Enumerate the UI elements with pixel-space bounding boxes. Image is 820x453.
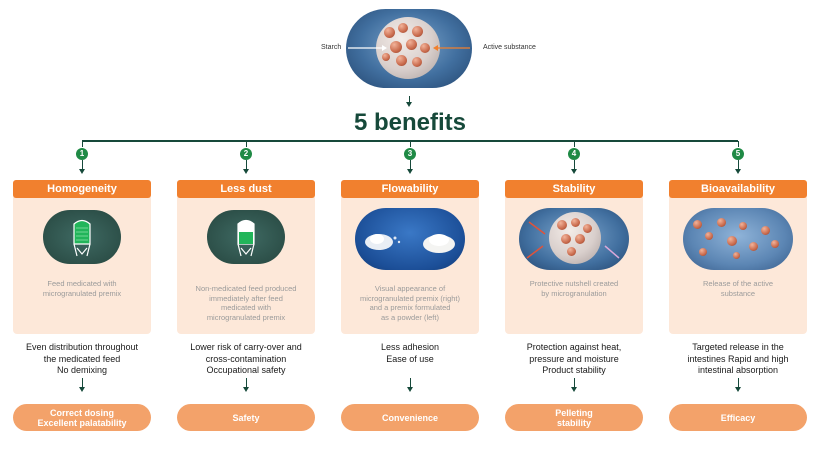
benefit-title: Bioavailability	[669, 180, 807, 198]
hero-arrow-tip	[406, 102, 412, 107]
benefit-title: Stability	[505, 180, 643, 198]
release-particles-image	[683, 208, 793, 270]
granule-protection-image	[519, 208, 629, 270]
active-substance-label: Active substance	[483, 44, 536, 51]
outcome-pill-convenience: Convenience	[341, 404, 479, 431]
benefit-number: 4	[568, 148, 580, 160]
benefit-title: Homogeneity	[13, 180, 151, 198]
silo-filled-icon	[207, 210, 285, 264]
outcome-pill-safety: Safety	[177, 404, 315, 431]
outcome-pill-efficacy: Efficacy	[669, 404, 807, 431]
benefit-number: 5	[732, 148, 744, 160]
callout-arrows	[348, 45, 470, 51]
powder-piles-image	[355, 208, 465, 270]
silo-icon	[43, 210, 121, 264]
starch-label: Starch	[321, 44, 342, 51]
benefit-title: Flowability	[341, 180, 479, 198]
benefit-description: Protection against heat,pressure and moi…	[526, 342, 622, 376]
benefit-title: Less dust	[177, 180, 315, 198]
page-title: 5 benefits	[353, 109, 467, 136]
benefit-number: 3	[404, 148, 416, 160]
benefit-number: 2	[240, 148, 252, 160]
hero-arrow	[409, 96, 410, 103]
granule-ball	[376, 17, 440, 79]
benefit-number: 1	[76, 148, 88, 160]
